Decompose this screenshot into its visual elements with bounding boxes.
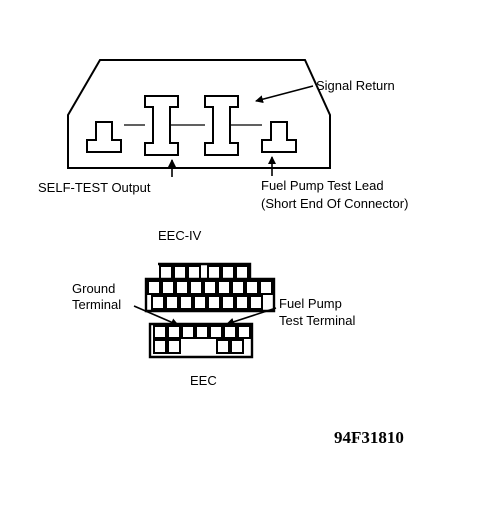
fuel-pump-lead-label-2: (Short End Of Connector): [261, 196, 408, 211]
connector-cavity: [173, 265, 187, 280]
connector-cavity: [221, 295, 235, 310]
terminal-right-outer: [261, 121, 297, 153]
connector-cavity: [207, 295, 221, 310]
connector-cavity: [147, 280, 161, 295]
connector-cavity: [216, 339, 230, 354]
connector-cavity: [153, 325, 167, 339]
connector-cavity: [235, 265, 249, 280]
connector-cavity: [153, 339, 167, 354]
connector-cavity: [179, 295, 193, 310]
connector-cavity: [209, 325, 223, 339]
connector-cavity: [165, 295, 179, 310]
connector-cavity: [249, 295, 263, 310]
signal-return-label: Signal Return: [316, 78, 395, 93]
connector-outline: [67, 59, 331, 169]
connector-cavity: [223, 325, 237, 339]
connector-cavity: [217, 280, 231, 295]
connector-cavity: [207, 265, 221, 280]
ground-label-2: Terminal: [72, 297, 121, 312]
signal-return-leader: [255, 85, 314, 104]
connector-wall: [158, 262, 252, 281]
connector-cavity: [230, 339, 244, 354]
eec-caption: EEC: [190, 373, 217, 388]
connector-cavity: [237, 325, 251, 339]
ground-terminal-leader: [133, 305, 179, 326]
connector-cavity: [245, 280, 259, 295]
connector-cavity: [231, 280, 245, 295]
self-test-output-label: SELF-TEST Output: [38, 180, 151, 195]
fuel-pump-terminal-label-1: Fuel Pump: [279, 296, 342, 311]
fuel-pump-terminal-label-2: Test Terminal: [279, 313, 355, 328]
fuel-pump-lead-label-1: Fuel Pump Test Lead: [261, 178, 384, 193]
connector-cavity: [175, 280, 189, 295]
eec-iv-caption: EEC-IV: [158, 228, 202, 243]
terminal-right-inner: [204, 95, 239, 156]
connector-cavity: [151, 295, 165, 310]
connector-cavity: [187, 265, 201, 280]
ground-label-1: Ground: [72, 281, 115, 296]
connector-cavity: [161, 280, 175, 295]
connector-cavity: [159, 265, 173, 280]
figure-code: 94F31810: [334, 428, 404, 447]
connector-cavity: [189, 280, 203, 295]
connector-cavity: [193, 295, 207, 310]
connector-cavity: [167, 325, 181, 339]
terminal-left-outer: [86, 121, 122, 153]
connector-cavity: [235, 295, 249, 310]
connector-cavity: [259, 280, 273, 295]
connector-wall: [144, 277, 276, 313]
terminal-left-inner: [144, 95, 179, 156]
eec-connector: [144, 262, 276, 359]
connector-wall: [148, 322, 254, 359]
connector-cavity: [195, 325, 209, 339]
connector-cavity: [203, 280, 217, 295]
eec-iv-connector: [67, 59, 331, 169]
connector-cavity: [221, 265, 235, 280]
fuel-pump-terminal-leader: [226, 307, 277, 326]
connector-cavity: [167, 339, 181, 354]
connector-cavity: [181, 325, 195, 339]
